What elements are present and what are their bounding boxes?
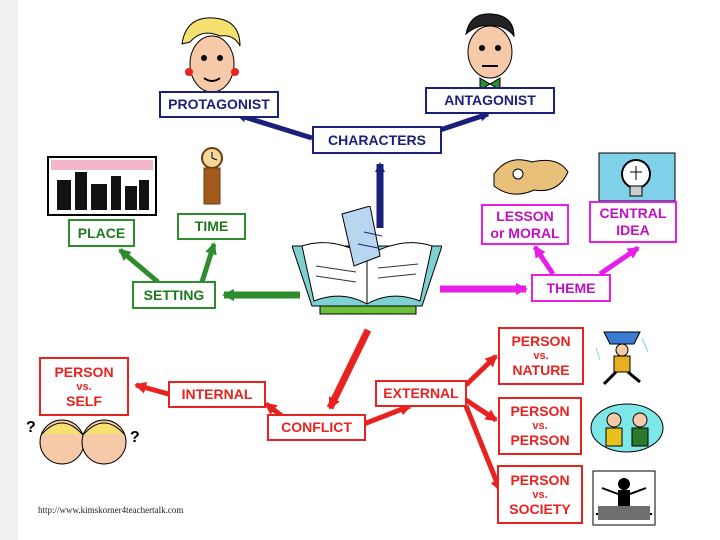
node-person-vs-person[interactable]: PERSON vs. PERSON <box>498 397 582 455</box>
nature-label: NATURE <box>512 362 570 378</box>
node-time[interactable]: TIME <box>177 213 246 240</box>
node-conflict[interactable]: CONFLICT <box>267 414 366 441</box>
person-label: PERSON <box>510 471 570 488</box>
self-label: SELF <box>66 392 102 409</box>
vs-label: vs. <box>532 488 548 501</box>
open-book-icon <box>292 206 442 315</box>
vs-label: vs. <box>532 420 548 432</box>
city-skyline-icon <box>47 156 157 216</box>
person-label: PERSON <box>54 363 114 380</box>
person-vs-crowd-icon <box>592 470 656 526</box>
lightbulb-puzzle-icon <box>598 152 676 202</box>
arrow-characters-protagonist <box>236 112 313 141</box>
arrow-characters-antagonist <box>439 111 490 133</box>
node-lesson-moral[interactable]: LESSON or MORAL <box>481 204 569 245</box>
central-label: CENTRAL <box>599 205 667 221</box>
node-setting[interactable]: SETTING <box>132 281 216 309</box>
source-url: http://www.kimskorner4teachertalk.com <box>38 505 184 515</box>
arrow-theme-central <box>598 245 640 277</box>
node-place[interactable]: PLACE <box>68 219 135 247</box>
arrow-external-nature <box>464 354 498 387</box>
person-label: PERSON <box>511 333 571 349</box>
node-internal[interactable]: INTERNAL <box>168 381 266 408</box>
scroll-map-icon <box>493 159 569 195</box>
node-person-vs-nature[interactable]: PERSON vs. NATURE <box>498 327 584 385</box>
confused-faces-icon: ? ? <box>26 419 140 465</box>
svg-text:?: ? <box>26 419 36 436</box>
or-moral-label: or MORAL <box>490 224 560 241</box>
vs-label: vs. <box>533 350 549 362</box>
two-people-arguing-icon <box>590 403 664 453</box>
node-person-vs-society[interactable]: PERSON vs. SOCIETY <box>497 465 583 524</box>
arrow-external-person <box>464 397 498 423</box>
node-theme[interactable]: THEME <box>531 274 611 302</box>
person-label-bottom: PERSON <box>510 432 570 448</box>
node-person-vs-self[interactable]: PERSON vs. SELF <box>39 357 129 416</box>
node-antagonist[interactable]: ANTAGONIST <box>425 87 555 114</box>
node-external[interactable]: EXTERNAL <box>375 380 467 407</box>
idea-label: IDEA <box>616 222 650 238</box>
person-label: PERSON <box>510 403 570 419</box>
arrow-setting-place <box>118 248 160 284</box>
person-in-storm-icon <box>595 331 649 386</box>
node-central-idea[interactable]: CENTRAL IDEA <box>589 201 677 243</box>
node-characters[interactable]: CHARACTERS <box>312 126 442 154</box>
left-margin-strip <box>0 0 18 540</box>
arrow-book-conflict <box>326 328 372 410</box>
vs-label: vs. <box>76 380 92 393</box>
antagonist-face-icon <box>465 13 515 91</box>
arrow-external-society <box>463 405 503 492</box>
arrow-theme-lesson <box>532 245 556 276</box>
protagonist-face-icon <box>181 17 241 93</box>
society-label: SOCIETY <box>509 500 571 517</box>
svg-text:?: ? <box>130 429 140 446</box>
arrow-internal-self <box>134 381 173 398</box>
lesson-label: LESSON <box>496 207 554 224</box>
arrow-setting-time <box>199 242 217 283</box>
grandfather-clock-icon <box>201 147 223 205</box>
node-protagonist[interactable]: PROTAGONIST <box>159 91 279 118</box>
